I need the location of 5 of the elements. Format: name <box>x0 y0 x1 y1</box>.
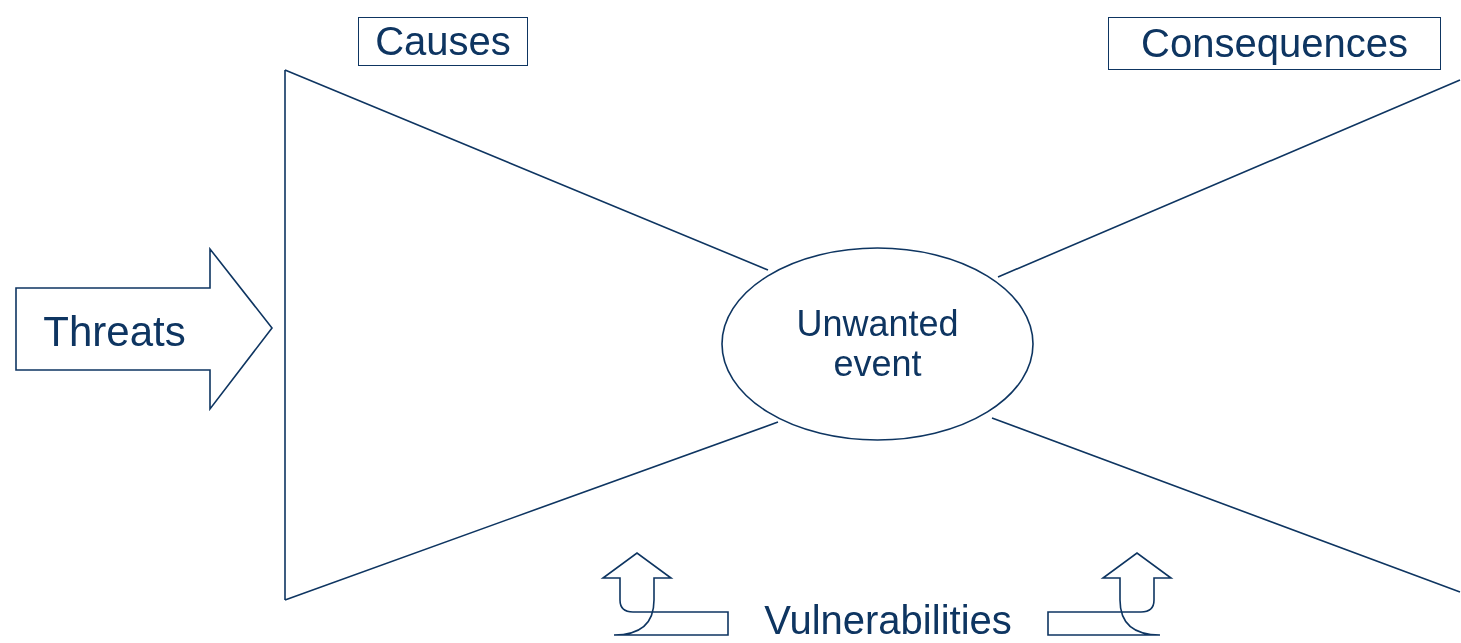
label-text: Vulnerabilities <box>728 598 1048 643</box>
label-text: Threats <box>43 308 186 355</box>
heading-label: Consequences <box>1108 17 1441 70</box>
heading-label: Causes <box>358 17 528 66</box>
label-text: Unwanted event <box>795 303 960 385</box>
